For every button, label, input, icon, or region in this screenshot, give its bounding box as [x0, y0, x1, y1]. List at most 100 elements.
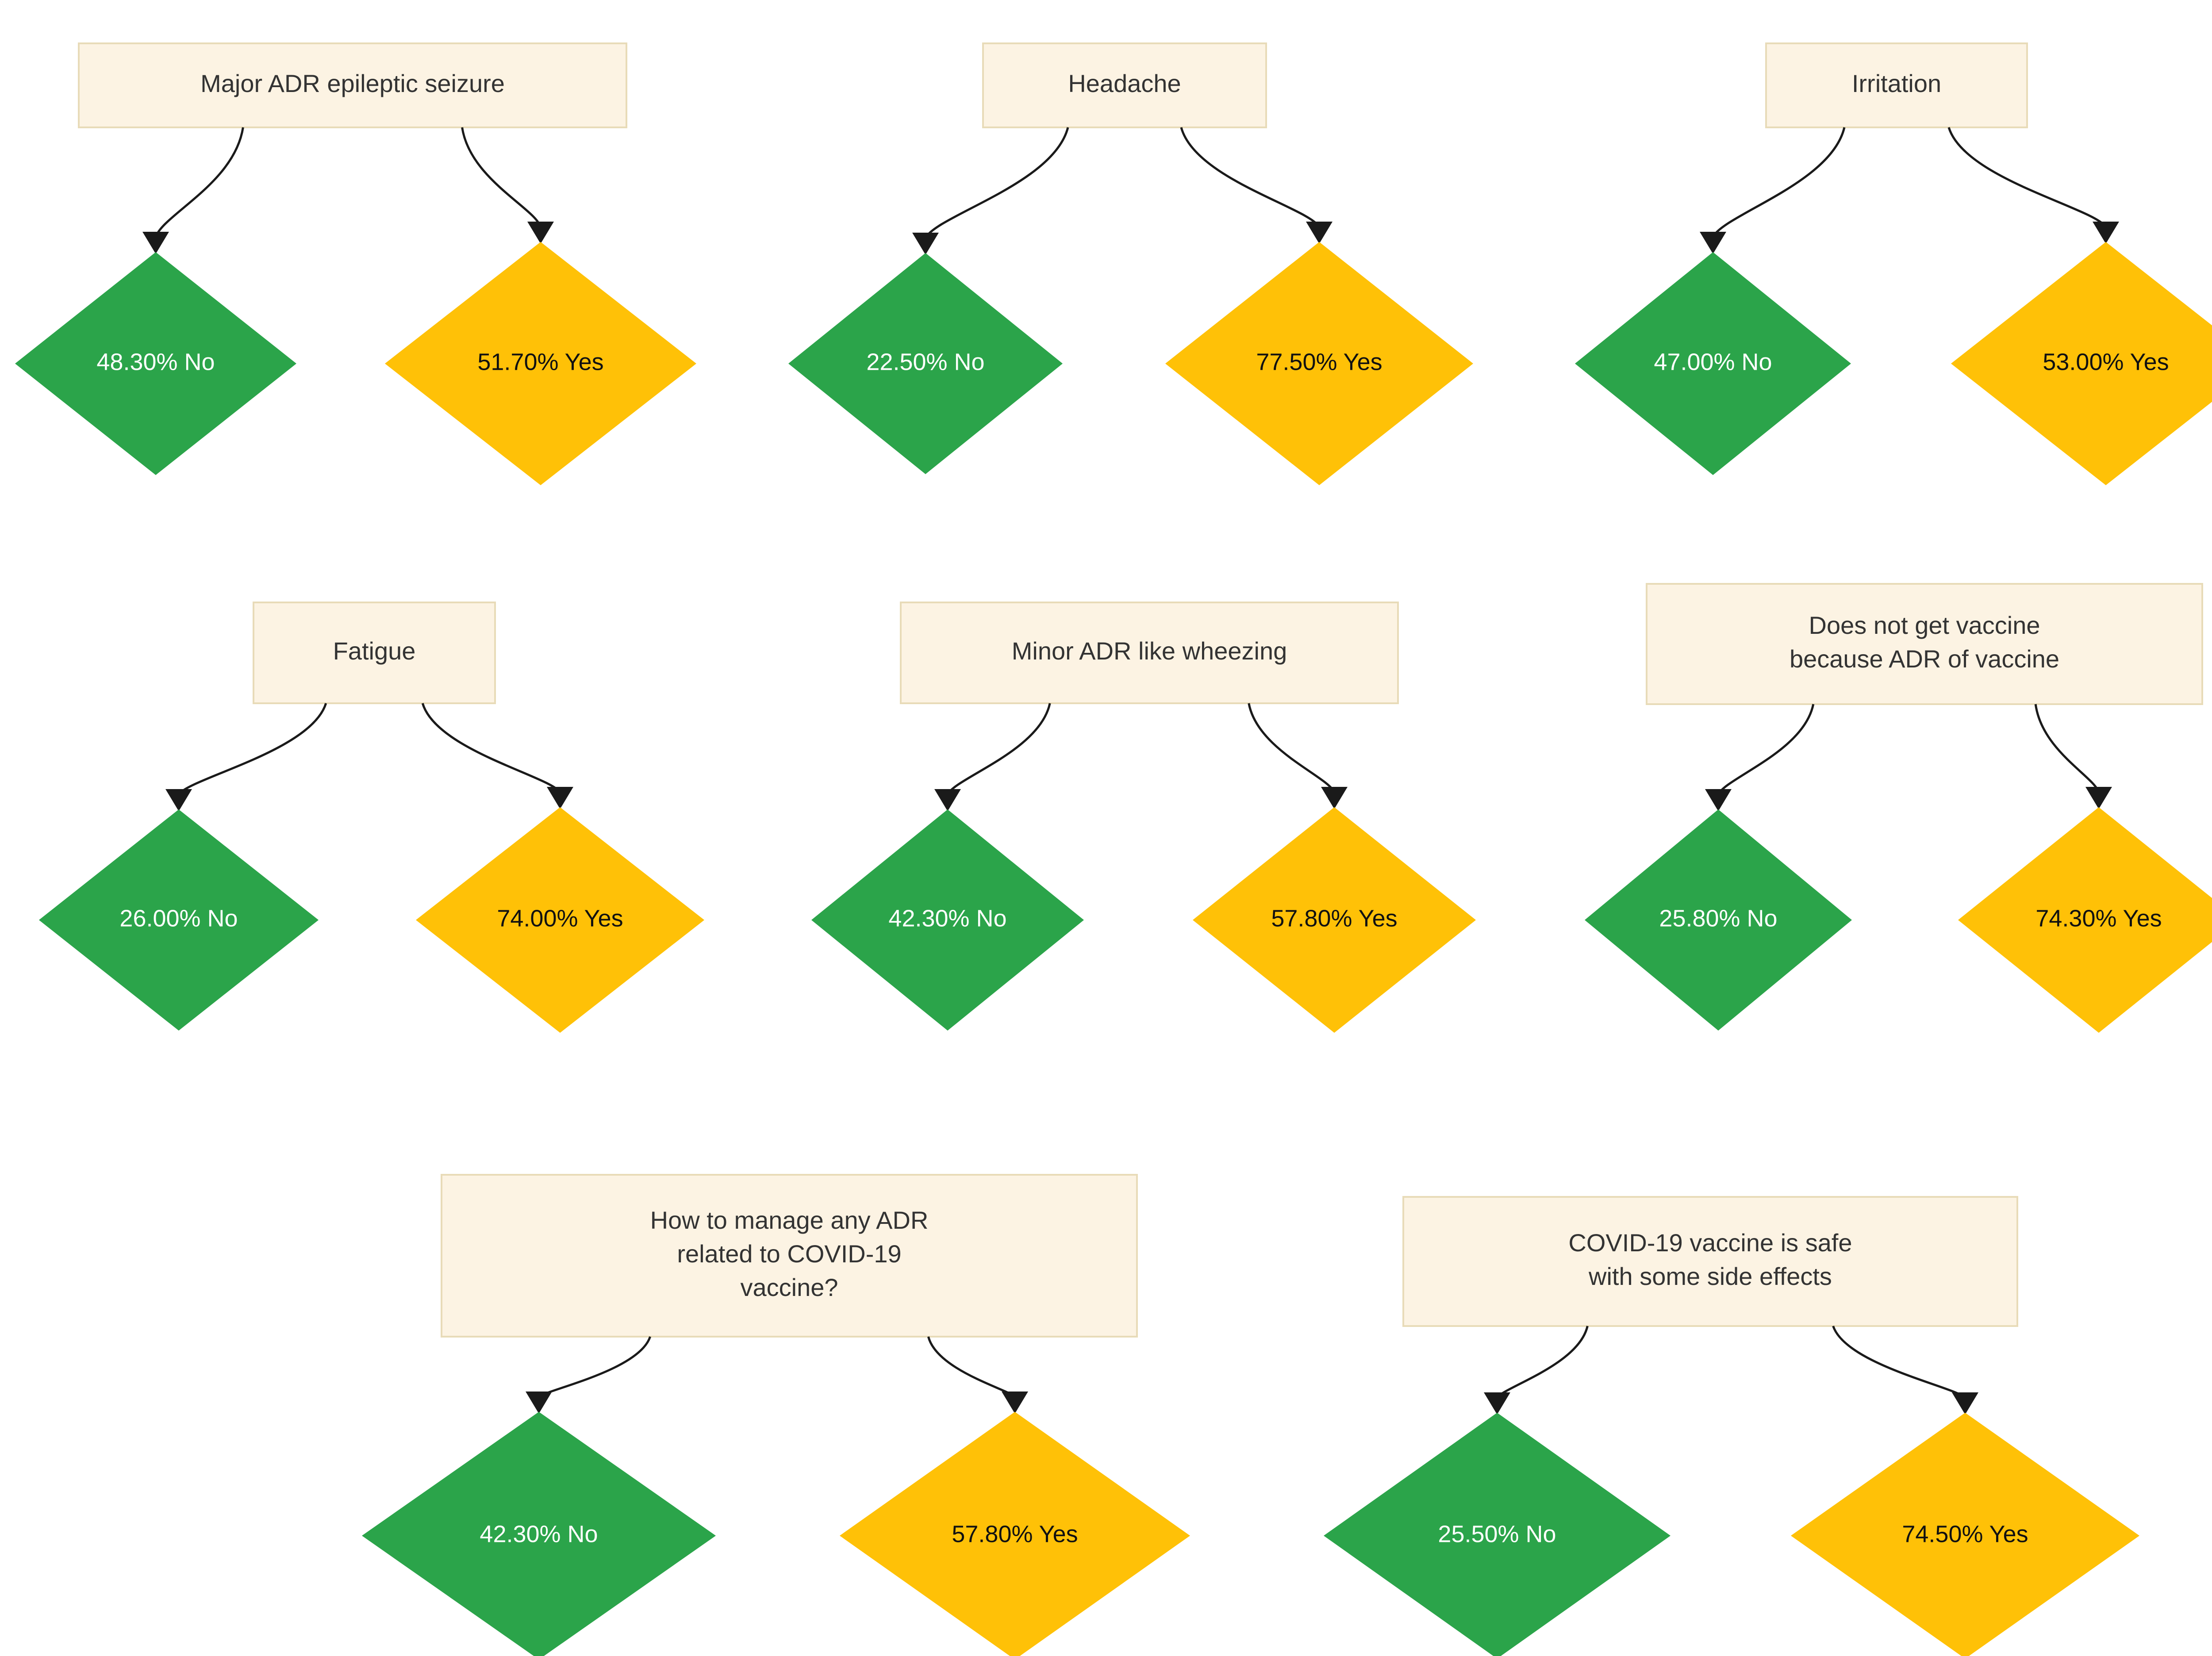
edge-to-no — [177, 703, 327, 795]
question-label: related to COVID-19 — [677, 1240, 901, 1268]
answer-node-no[interactable]: 47.00% No — [1575, 252, 1851, 475]
group-covid-19-vaccine-is-safe: COVID-19 vaccine is safe with some side e… — [1324, 1196, 2139, 1656]
answer-node-no[interactable]: 25.50% No — [1324, 1413, 1671, 1656]
answer-node-yes[interactable]: 53.00% Yes — [1951, 242, 2212, 485]
question-node[interactable]: Headache — [982, 42, 1267, 128]
arrow-head-icon — [1484, 1392, 1510, 1414]
answer-node-yes[interactable]: 57.80% Yes — [1193, 807, 1476, 1033]
arrow-head-icon — [526, 1392, 552, 1414]
answer-node-yes[interactable]: 77.50% Yes — [1165, 242, 1473, 485]
answer-node-no[interactable]: 22.50% No — [788, 253, 1063, 474]
question-box[interactable] — [441, 1174, 1138, 1338]
question-label: Fatigue — [333, 637, 416, 665]
answer-node-no[interactable]: 25.80% No — [1585, 809, 1852, 1031]
question-node[interactable]: Irritation — [1765, 42, 2028, 128]
arrow-head-icon — [527, 222, 554, 244]
arrow-head-icon — [2093, 222, 2119, 244]
answer-label-yes: 74.00% Yes — [497, 905, 623, 932]
answer-node-no[interactable]: 42.30% No — [811, 809, 1084, 1031]
edge-to-no — [924, 127, 1069, 239]
edge-to-no — [946, 703, 1051, 795]
question-box[interactable] — [1646, 583, 2203, 705]
diamond-no-shape[interactable] — [788, 253, 1063, 474]
question-node[interactable]: Minor ADR like wheezing — [900, 602, 1399, 704]
arrow-head-icon — [142, 232, 169, 254]
edge-to-no — [538, 1336, 651, 1398]
edge-to-yes — [1947, 127, 2107, 228]
arrow-head-icon — [1700, 232, 1726, 254]
diamond-yes-shape[interactable] — [385, 242, 696, 485]
answer-label-yes: 53.00% Yes — [2043, 349, 2169, 375]
answer-label-no: 25.50% No — [1438, 1521, 1556, 1547]
group-irritation: Irritation 47.00% No 53.00% Yes — [1575, 42, 2212, 485]
question-node[interactable]: Does not get vaccine because ADR of vacci… — [1646, 583, 2203, 705]
arrow-head-icon — [2085, 787, 2112, 809]
arrow-head-icon — [165, 789, 192, 811]
answer-label-no: 22.50% No — [866, 349, 984, 375]
answer-node-yes[interactable]: 74.50% Yes — [1791, 1413, 2139, 1656]
question-label: Headache — [1068, 69, 1181, 97]
diamond-no-shape[interactable] — [1585, 809, 1852, 1031]
question-label: Does not get vaccine — [1809, 611, 2040, 639]
question-node[interactable]: COVID-19 vaccine is safe with some side e… — [1402, 1196, 2018, 1327]
question-node[interactable]: Fatigue — [253, 602, 496, 704]
answer-label-no: 47.00% No — [1654, 349, 1772, 375]
group-how-to-manage-any-adr: How to manage any ADR related to COVID-19… — [362, 1174, 1190, 1656]
question-node[interactable]: Major ADR epileptic seizure — [78, 42, 627, 128]
answer-label-no: 26.00% No — [119, 905, 238, 932]
diamond-no-shape[interactable] — [362, 1412, 716, 1656]
answer-label-yes: 57.80% Yes — [952, 1521, 1078, 1547]
answer-label-no: 48.30% No — [96, 349, 215, 375]
question-label: How to manage any ADR — [650, 1206, 929, 1234]
answer-label-yes: 77.50% Yes — [1256, 349, 1382, 375]
group-major-adr-epileptic-seizure: Major ADR epileptic seizure 48.30% No 51.7… — [15, 42, 696, 485]
edge-to-yes — [1180, 127, 1321, 228]
diamond-yes-shape[interactable] — [416, 807, 704, 1033]
edge-to-no — [154, 127, 244, 238]
edge-to-yes — [421, 703, 561, 793]
arrow-head-icon — [1002, 1392, 1028, 1414]
diamond-no-shape[interactable] — [1575, 252, 1851, 475]
answer-node-no[interactable]: 42.30% No — [362, 1412, 716, 1656]
arrow-head-icon — [1306, 222, 1333, 244]
answer-node-yes[interactable]: 74.30% Yes — [1958, 807, 2212, 1033]
answer-label-yes: 51.70% Yes — [477, 349, 603, 375]
diamond-no-shape[interactable] — [15, 252, 296, 475]
answer-node-yes[interactable]: 74.00% Yes — [416, 807, 704, 1033]
answer-node-yes[interactable]: 51.70% Yes — [385, 242, 696, 485]
diamond-no-shape[interactable] — [39, 809, 319, 1031]
question-label: Major ADR epileptic seizure — [200, 69, 505, 97]
answer-node-yes[interactable]: 57.80% Yes — [840, 1412, 1190, 1656]
question-label: vaccine? — [740, 1273, 838, 1301]
question-label: because ADR of vaccine — [1790, 645, 2059, 673]
question-box[interactable] — [1765, 42, 2028, 128]
diamond-no-shape[interactable] — [1324, 1413, 1671, 1656]
answer-label-yes: 57.80% Yes — [1271, 905, 1397, 932]
question-box[interactable] — [900, 602, 1399, 704]
diamond-yes-shape[interactable] — [1791, 1413, 2139, 1656]
question-node[interactable]: How to manage any ADR related to COVID-19… — [441, 1174, 1138, 1338]
edge-to-no — [1717, 704, 1815, 795]
arrow-head-icon — [934, 789, 961, 811]
question-box[interactable] — [982, 42, 1267, 128]
diamond-yes-shape[interactable] — [1193, 807, 1476, 1033]
question-box[interactable] — [1402, 1196, 2018, 1327]
arrow-head-icon — [912, 233, 939, 255]
edge-to-yes — [2034, 704, 2100, 793]
diamond-yes-shape[interactable] — [1958, 807, 2212, 1033]
question-label: COVID-19 vaccine is safe — [1568, 1229, 1852, 1257]
answer-label-yes: 74.30% Yes — [2035, 905, 2162, 932]
edge-to-yes — [1832, 1326, 1966, 1399]
question-box[interactable] — [78, 42, 627, 128]
diamond-yes-shape[interactable] — [1165, 242, 1473, 485]
question-label: with some side effects — [1588, 1262, 1832, 1290]
diamond-yes-shape[interactable] — [1951, 242, 2212, 485]
answer-node-no[interactable]: 26.00% No — [39, 809, 319, 1031]
question-label: Irritation — [1852, 69, 1941, 97]
answer-node-no[interactable]: 48.30% No — [15, 252, 296, 475]
diamond-no-shape[interactable] — [811, 809, 1084, 1031]
diamond-yes-shape[interactable] — [840, 1412, 1190, 1656]
question-box[interactable] — [253, 602, 496, 704]
